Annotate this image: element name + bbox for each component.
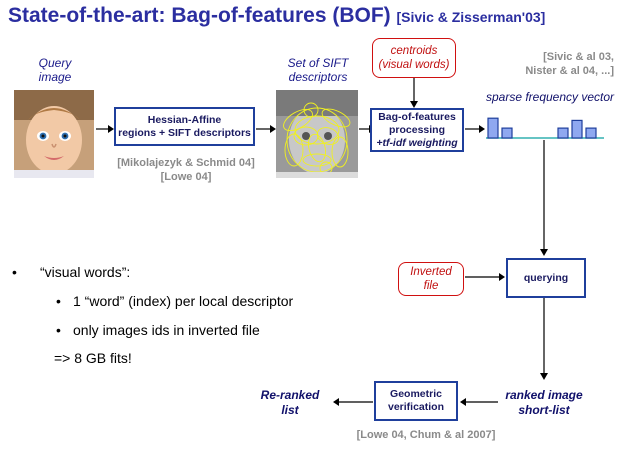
query-image-label: Query image: [22, 56, 88, 84]
reranked-line2: list: [281, 403, 299, 417]
page-title: State-of-the-art: Bag-of-features (BOF) …: [8, 4, 545, 28]
sub-bullet-image-ids: only images ids in inverted file: [73, 322, 260, 338]
arrow-inverted-to-querying: [465, 273, 505, 281]
bullet-visual-words: “visual words”:: [40, 264, 131, 280]
vector-bin-0: [487, 117, 499, 139]
lowe-chum-reference: [Lowe 04, Chum & al 2007]: [356, 429, 496, 441]
ranked-short-list-label: ranked image short-list: [494, 388, 594, 418]
sparse-frequency-vector: [486, 117, 604, 139]
reranked-list-label: Re-ranked list: [250, 388, 330, 418]
querying-label: querying: [523, 271, 569, 284]
sparse-vector-label: sparse frequency vector: [485, 90, 615, 104]
arrow-shortlist-to-geometric: [460, 398, 498, 406]
arrow-geometric-to-reranked: [333, 398, 373, 406]
hessian-affine-sift-box: Hessian-Affine regions + SIFT descriptor…: [114, 107, 255, 146]
title-reference: [Sivic & Zisserman'03]: [396, 9, 546, 25]
ranked-line2: short-list: [518, 403, 570, 417]
hessian-line2: regions + SIFT descriptors: [118, 126, 251, 139]
arrow-centroids-to-bof: [410, 78, 418, 108]
bullet-dot-1: •: [12, 264, 17, 280]
sub-bullet-one-word: 1 “word” (index) per local descriptor: [73, 293, 294, 309]
arrow-bof-to-vector: [465, 125, 485, 133]
sift-label-line1: Set of SIFT: [287, 56, 349, 70]
arrow-query-to-hessian: [96, 125, 114, 133]
bof-line1: Bag-of-features: [378, 110, 456, 123]
reranked-line1: Re-ranked: [260, 388, 320, 402]
sift-descriptors-label: Set of SIFT descriptors: [278, 56, 358, 84]
inverted-line1: Inverted: [410, 266, 452, 278]
geom-line1: Geometric: [390, 388, 442, 400]
centroids-visual-words-box: centroids (visual words): [372, 38, 456, 78]
vector-bin-7: [585, 127, 597, 139]
vector-bin-6: [571, 119, 583, 139]
geometric-verification-box: Geometric verification: [374, 381, 458, 421]
inverted-file-box: Inverted file: [398, 262, 464, 296]
bag-of-features-box: Bag-of-features processing +tf-idf weigh…: [370, 108, 464, 152]
centroids-line2: (visual words): [378, 59, 450, 71]
sivic-nister-reference: [Sivic & al 03, Nister & al 04, ...]: [486, 50, 614, 78]
sift-descriptors-image: [276, 90, 358, 178]
ref-miko-line1: [Mikolajezyk & Schmid 04]: [117, 157, 255, 169]
centroids-line1: centroids: [390, 45, 438, 57]
inverted-line2: file: [423, 280, 439, 292]
sub-bullet-dot-1: •: [56, 293, 61, 309]
ref-miko-line2: [Lowe 04]: [160, 171, 212, 183]
hessian-line1: Hessian-Affine: [147, 113, 222, 126]
ref-sivic-line2: Nister & al 04, ...]: [525, 65, 614, 77]
sub-bullet-8gb: => 8 GB fits!: [54, 350, 132, 366]
vector-bin-5: [557, 127, 569, 139]
geom-line2: verification: [387, 401, 445, 413]
arrow-querying-to-shortlist: [540, 298, 548, 380]
bof-line3: +tf-idf weighting: [376, 136, 458, 149]
query-image: [14, 90, 94, 178]
vector-bin-1: [501, 127, 513, 139]
sift-label-line2: descriptors: [288, 70, 348, 84]
querying-box: querying: [506, 258, 586, 298]
mikolajczyk-lowe-reference: [Mikolajezyk & Schmid 04] [Lowe 04]: [96, 156, 276, 184]
sub-bullet-dot-2: •: [56, 322, 61, 338]
ref-sivic-line1: [Sivic & al 03,: [543, 51, 614, 63]
query-label-line1: Query: [38, 56, 72, 70]
ranked-line1: ranked image: [505, 388, 583, 402]
query-label-line2: image: [38, 70, 72, 84]
title-main: State-of-the-art: Bag-of-features (BOF): [8, 4, 391, 27]
arrow-hessian-to-sift: [256, 125, 276, 133]
bof-line2: processing: [388, 123, 446, 136]
arrow-vector-to-querying: [540, 140, 548, 256]
